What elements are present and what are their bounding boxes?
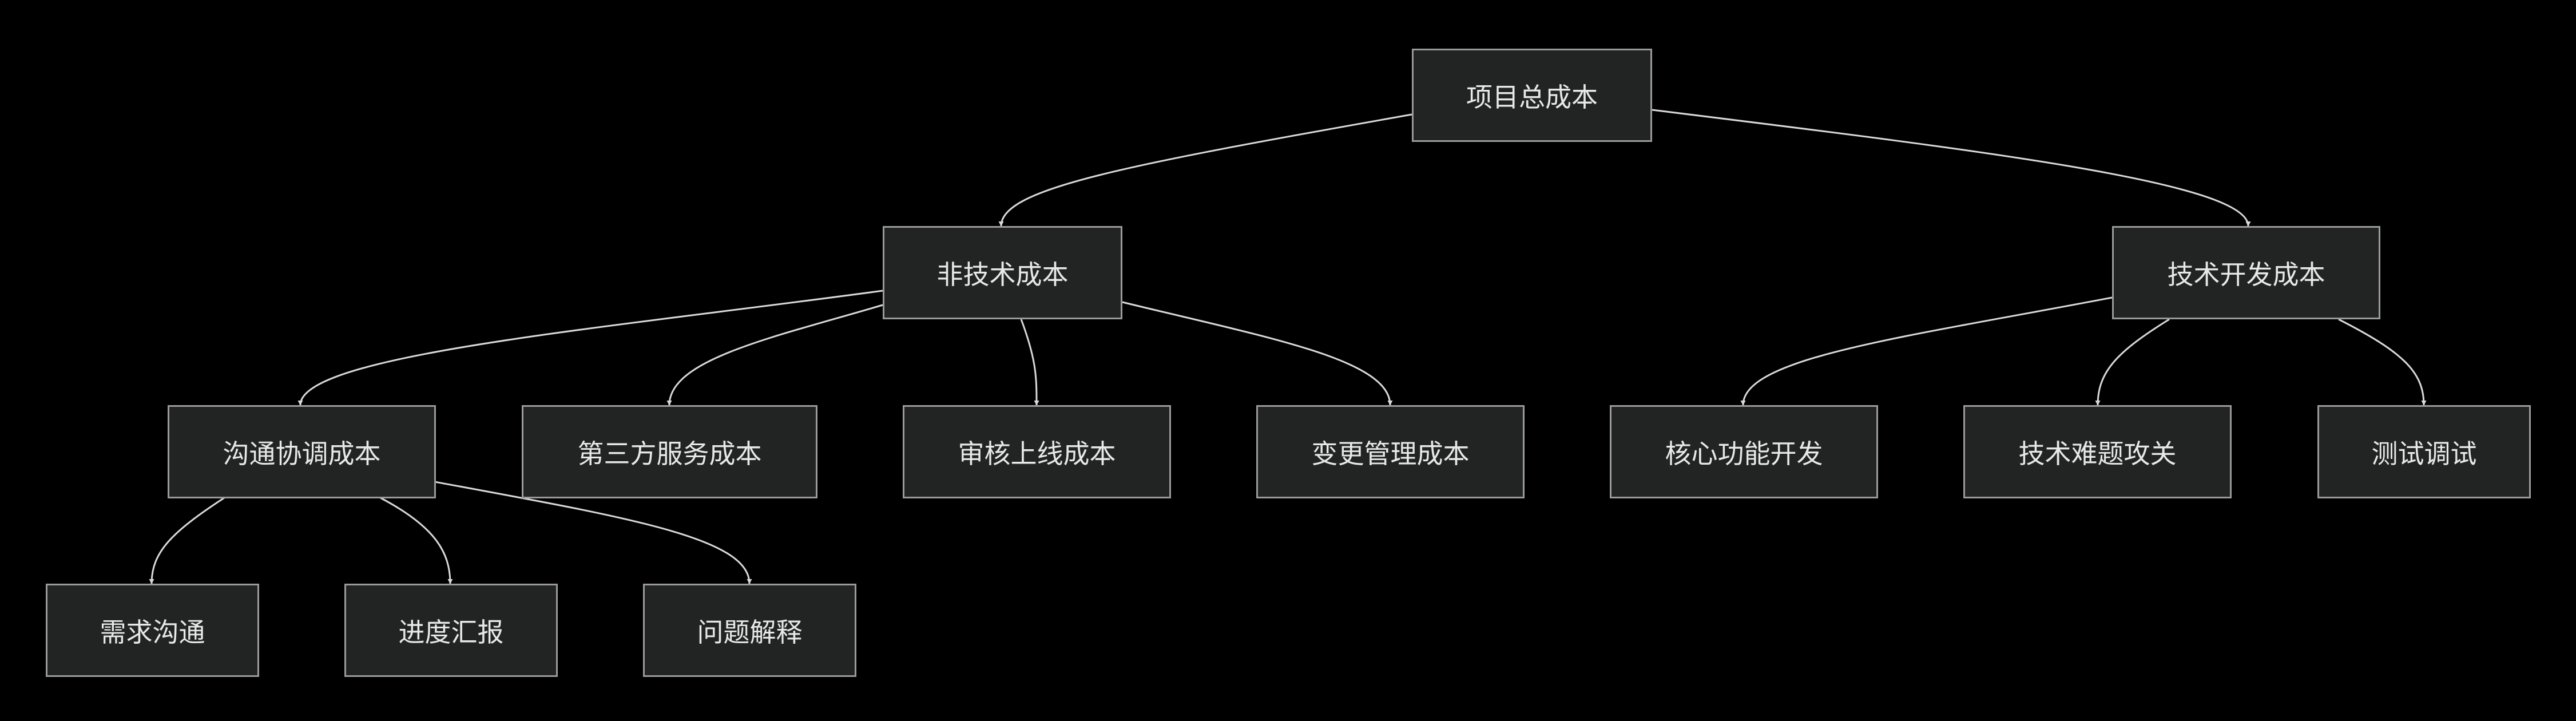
node-non-technical-cost: 非技术成本 (883, 226, 1122, 319)
node-requirements-communication: 需求沟通 (46, 584, 259, 677)
edge-communication-to-progress (380, 497, 453, 584)
edge-tech-dev-to-core-dev (1740, 296, 2113, 406)
edge-non-tech-to-change-mgmt (1122, 301, 1393, 406)
node-technical-problem-solving: 技术难题攻关 (1963, 405, 2232, 498)
node-progress-reporting: 进度汇报 (344, 584, 558, 677)
node-project-total-cost: 项目总成本 (1412, 49, 1652, 142)
edge-non-tech-to-third-party (666, 304, 883, 406)
edge-communication-to-questions (434, 481, 752, 584)
node-communication-cost: 沟通协调成本 (168, 405, 436, 498)
edge-non-tech-to-review-launch (1020, 319, 1039, 406)
node-change-management-cost: 变更管理成本 (1256, 405, 1525, 498)
node-review-launch-cost: 审核上线成本 (903, 405, 1171, 498)
edge-tech-dev-to-testing (2338, 318, 2427, 406)
edge-non-tech-to-communication (297, 290, 883, 406)
node-third-party-service-cost: 第三方服务成本 (522, 405, 817, 498)
edge-root-to-tech-dev (1652, 109, 2251, 227)
edge-communication-to-requirements (149, 497, 225, 584)
node-technical-development-cost: 技术开发成本 (2112, 226, 2380, 319)
node-testing-debugging: 测试调试 (2317, 405, 2531, 498)
edge-tech-dev-to-tech-problems (2095, 318, 2170, 406)
node-issue-explanation: 问题解释 (643, 584, 856, 677)
node-core-feature-development: 核心功能开发 (1610, 405, 1878, 498)
edge-root-to-non-tech (998, 113, 1412, 227)
